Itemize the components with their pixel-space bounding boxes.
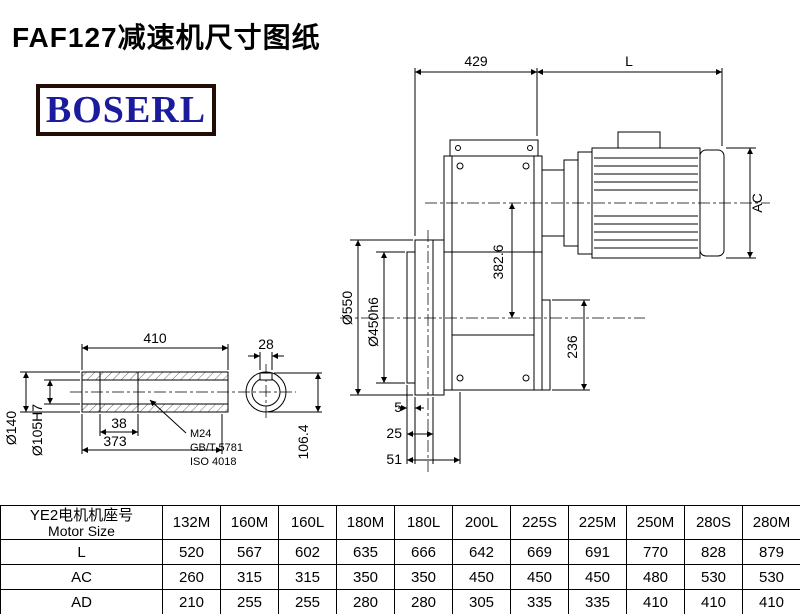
col-header-200L: 200L (452, 505, 511, 540)
value-cell: 280 (394, 589, 453, 614)
table-header-row: YE2电机机座号 Motor Size 132M 160M 160L 180M … (0, 505, 800, 540)
motor-size-header-cell: YE2电机机座号 Motor Size (0, 505, 163, 540)
motor-size-header-en: Motor Size (48, 522, 115, 539)
value-cell: 410 (626, 589, 685, 614)
col-header-180M: 180M (336, 505, 395, 540)
table-row-AC: AC 260 315 315 350 350 450 450 450 480 5… (0, 564, 800, 590)
technical-drawing: 429 L AC Ø550 Ø450h6 382.6 236 5 25 51 (3, 53, 770, 472)
col-header-160M: 160M (220, 505, 279, 540)
value-cell: 480 (626, 564, 685, 590)
note-std-iso: ISO 4018 (190, 456, 236, 468)
value-cell: 305 (452, 589, 511, 614)
value-cell: 642 (452, 539, 511, 565)
page-title: FAF127减速机尺寸图纸 (12, 22, 321, 53)
dim-5: 5 (394, 399, 402, 415)
value-cell: 635 (336, 539, 395, 565)
value-cell: 669 (510, 539, 569, 565)
value-cell: 280 (336, 589, 395, 614)
note-std-gb: GB/T 5781 (190, 442, 243, 454)
dim-AC: AC (749, 193, 765, 212)
dim-410: 410 (143, 330, 167, 346)
value-cell: 335 (510, 589, 569, 614)
col-header-180L: 180L (394, 505, 453, 540)
col-header-280S: 280S (684, 505, 743, 540)
output-flange (406, 239, 445, 396)
col-header-132M: 132M (162, 505, 221, 540)
note-thread: M24 (190, 428, 211, 440)
dim-28: 28 (258, 336, 274, 352)
row-label-AC: AC (0, 564, 163, 590)
value-cell: 335 (568, 589, 627, 614)
value-cell: 770 (626, 539, 685, 565)
value-cell: 691 (568, 539, 627, 565)
value-cell: 450 (452, 564, 511, 590)
motor (541, 131, 725, 259)
dim-25: 25 (386, 425, 402, 441)
dim-382-6: 382.6 (490, 244, 506, 279)
value-cell: 828 (684, 539, 743, 565)
centerlines (70, 202, 770, 472)
row-label-L: L (0, 539, 163, 565)
value-cell: 567 (220, 539, 279, 565)
table-row-L: L 520 567 602 635 666 642 669 691 770 82… (0, 539, 800, 565)
table-row-AD: AD 210 255 255 280 280 305 335 335 410 4… (0, 589, 800, 614)
dim-bore-dia: Ø105H7 (29, 404, 45, 456)
motor-size-header-cn: YE2电机机座号 (29, 506, 134, 524)
value-cell: 666 (394, 539, 453, 565)
dim-106-4: 106.4 (295, 424, 311, 459)
dim-L: L (625, 53, 633, 69)
value-cell: 260 (162, 564, 221, 590)
value-cell: 255 (278, 589, 337, 614)
value-cell: 879 (742, 539, 800, 565)
col-header-225M: 225M (568, 505, 627, 540)
value-cell: 602 (278, 539, 337, 565)
value-cell: 450 (568, 564, 627, 590)
col-header-280M: 280M (742, 505, 800, 540)
value-cell: 530 (684, 564, 743, 590)
col-header-225S: 225S (510, 505, 569, 540)
boserl-logo-text: BOSERL (45, 89, 207, 131)
boserl-logo: BOSERL (36, 84, 216, 136)
value-cell: 210 (162, 589, 221, 614)
value-cell: 520 (162, 539, 221, 565)
value-cell: 450 (510, 564, 569, 590)
value-cell: 410 (684, 589, 743, 614)
value-cell: 350 (394, 564, 453, 590)
dimension-table: YE2电机机座号 Motor Size 132M 160M 160L 180M … (0, 505, 800, 614)
value-cell: 350 (336, 564, 395, 590)
main-dimensions (350, 68, 756, 464)
dim-38: 38 (111, 415, 127, 431)
shaft-dimensions (20, 344, 322, 454)
shaft-detail-view (81, 371, 287, 413)
dim-flange-spigot: Ø450h6 (365, 297, 381, 347)
value-cell: 410 (742, 589, 800, 614)
value-cell: 315 (220, 564, 279, 590)
gear-housing (443, 139, 551, 391)
col-header-160L: 160L (278, 505, 337, 540)
row-label-AD: AD (0, 589, 163, 614)
value-cell: 315 (278, 564, 337, 590)
dim-flange-od: Ø550 (339, 291, 355, 325)
value-cell: 255 (220, 589, 279, 614)
dim-373: 373 (103, 433, 127, 449)
dim-shaft-dia: Ø140 (3, 411, 19, 445)
dim-236: 236 (564, 335, 580, 359)
dim-429: 429 (464, 53, 488, 69)
dim-51: 51 (386, 451, 402, 467)
value-cell: 530 (742, 564, 800, 590)
col-header-250M: 250M (626, 505, 685, 540)
